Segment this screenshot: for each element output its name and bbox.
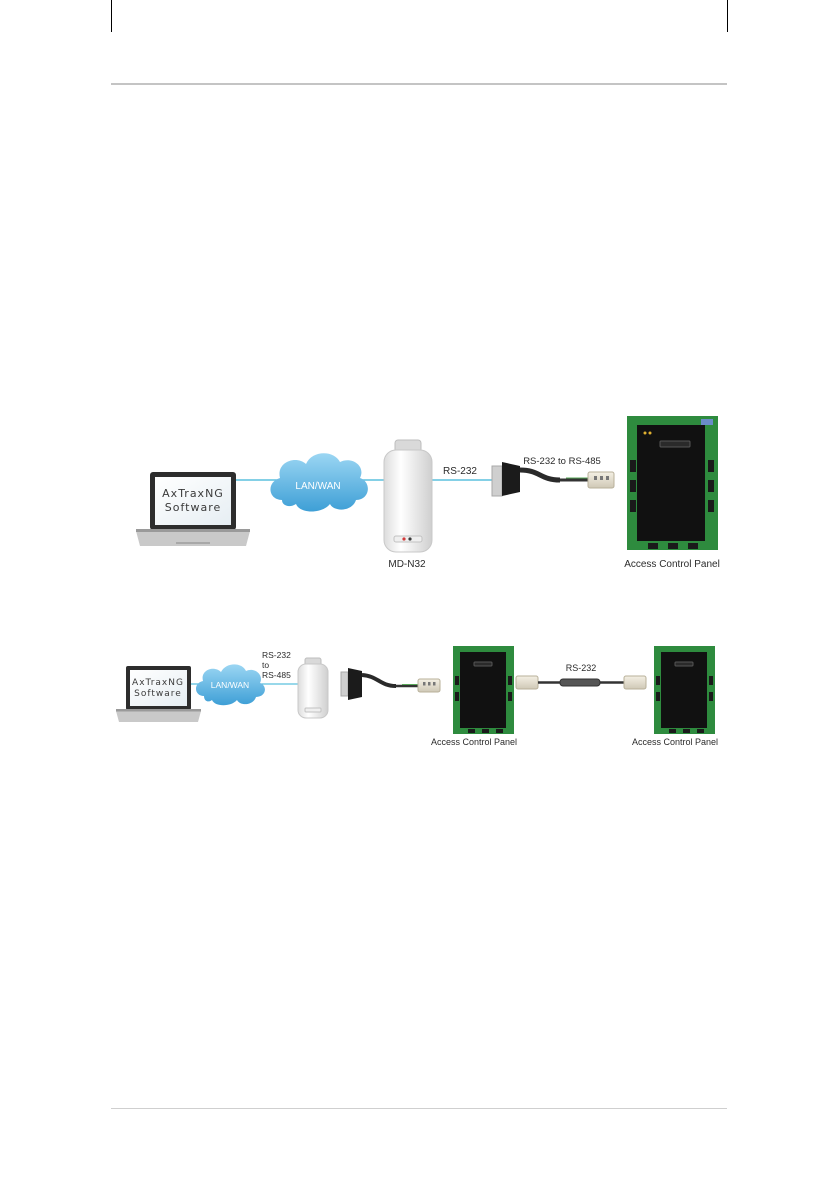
link-label: RS-232 — [566, 663, 597, 673]
converter-device-icon — [298, 658, 328, 718]
converter-label: to — [262, 660, 269, 670]
diagram-1: AxTraxNG Software LAN/WAN MD-N32 RS-232 — [136, 416, 720, 570]
laptop-screen-text: Software — [134, 689, 182, 699]
laptop-screen-text: AxTraxNG — [132, 678, 184, 688]
converter-device-icon — [384, 440, 432, 552]
panel-label: Access Control Panel — [431, 737, 517, 747]
adapter-label: RS-232 to RS-485 — [523, 456, 601, 467]
laptop-screen-text: Software — [165, 501, 222, 514]
adapter-cable-icon — [341, 668, 440, 700]
cloud-label: LAN/WAN — [295, 481, 340, 492]
cloud-label: LAN/WAN — [211, 680, 249, 690]
panel-link-cable-icon — [516, 676, 646, 689]
converter-label: MD-N32 — [388, 559, 426, 570]
access-control-panel-icon — [627, 416, 718, 550]
link-label: RS-232 — [443, 466, 477, 477]
access-control-panel-icon — [654, 646, 715, 734]
converter-label: RS-485 — [262, 670, 291, 680]
converter-label: RS-232 — [262, 650, 291, 660]
panel-label: Access Control Panel — [632, 737, 718, 747]
laptop-screen-text: AxTraxNG — [162, 487, 224, 500]
adapter-cable-icon — [492, 462, 614, 496]
diagram-2: AxTraxNG Software LAN/WAN RS-232 to RS-4… — [116, 646, 718, 747]
access-control-panel-icon — [453, 646, 514, 734]
panel-label: Access Control Panel — [624, 559, 720, 570]
